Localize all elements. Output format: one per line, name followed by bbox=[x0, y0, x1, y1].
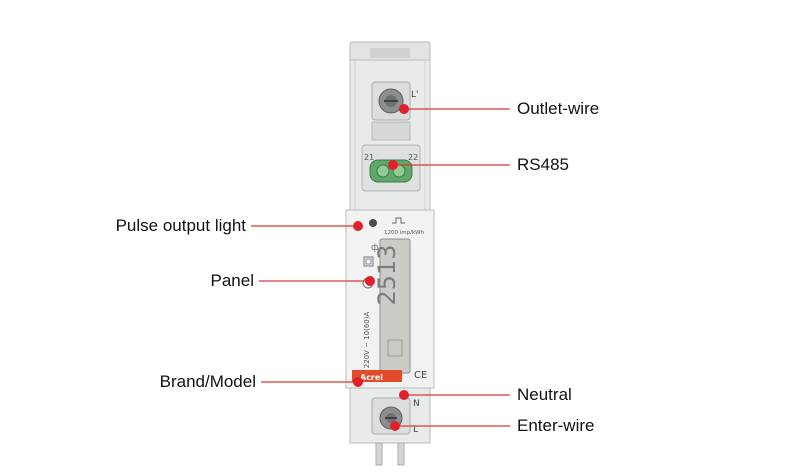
key-icon: ф bbox=[371, 243, 379, 253]
brand-label: Acrel bbox=[360, 373, 383, 382]
callout-enter-wire: Enter-wire bbox=[517, 416, 595, 435]
double-square-icon bbox=[363, 256, 374, 267]
terminal-top-label: L' bbox=[411, 90, 419, 100]
din-clip-slot bbox=[370, 48, 410, 58]
brand-strip bbox=[352, 370, 402, 382]
callout-pulse-output-light: Pulse output light bbox=[115, 216, 246, 235]
callout-rs485: RS485 bbox=[517, 155, 569, 174]
bottom-leg-left bbox=[375, 442, 383, 466]
terminal-22-label: 22 bbox=[408, 153, 418, 162]
bottom-leg-right bbox=[397, 442, 405, 466]
terminal-l-label: L bbox=[413, 425, 418, 435]
terminal-21-label: 21 bbox=[364, 153, 374, 162]
pulse-symbol-icon bbox=[392, 217, 405, 224]
callout-dot-rs485 bbox=[388, 160, 398, 170]
callout-outlet-wire: Outlet-wire bbox=[517, 99, 600, 118]
callout-dot-neutral bbox=[399, 390, 409, 400]
pulse-rate-label: 1200 imp/kWh bbox=[384, 230, 425, 236]
callout-panel: Panel bbox=[210, 271, 254, 290]
callout-dot-brand-model bbox=[353, 377, 363, 387]
lcd-digits: 2513 bbox=[373, 244, 401, 305]
pulse-led bbox=[369, 219, 377, 227]
housing-notch bbox=[371, 121, 411, 141]
voltage-rating-label: 220V ~ 10(60)A bbox=[363, 312, 371, 369]
callout-dot-pulse-light bbox=[353, 221, 363, 231]
lcd-segment-unit bbox=[387, 339, 403, 357]
terminal-n-label: N bbox=[413, 399, 420, 409]
ce-mark: CE bbox=[414, 370, 427, 381]
callout-brand-model: Brand/Model bbox=[159, 372, 256, 391]
callout-neutral: Neutral bbox=[517, 385, 572, 404]
callout-dot-panel bbox=[365, 276, 375, 286]
callout-dot-outlet-wire bbox=[399, 104, 409, 114]
callout-dot-enter-wire bbox=[390, 421, 400, 431]
